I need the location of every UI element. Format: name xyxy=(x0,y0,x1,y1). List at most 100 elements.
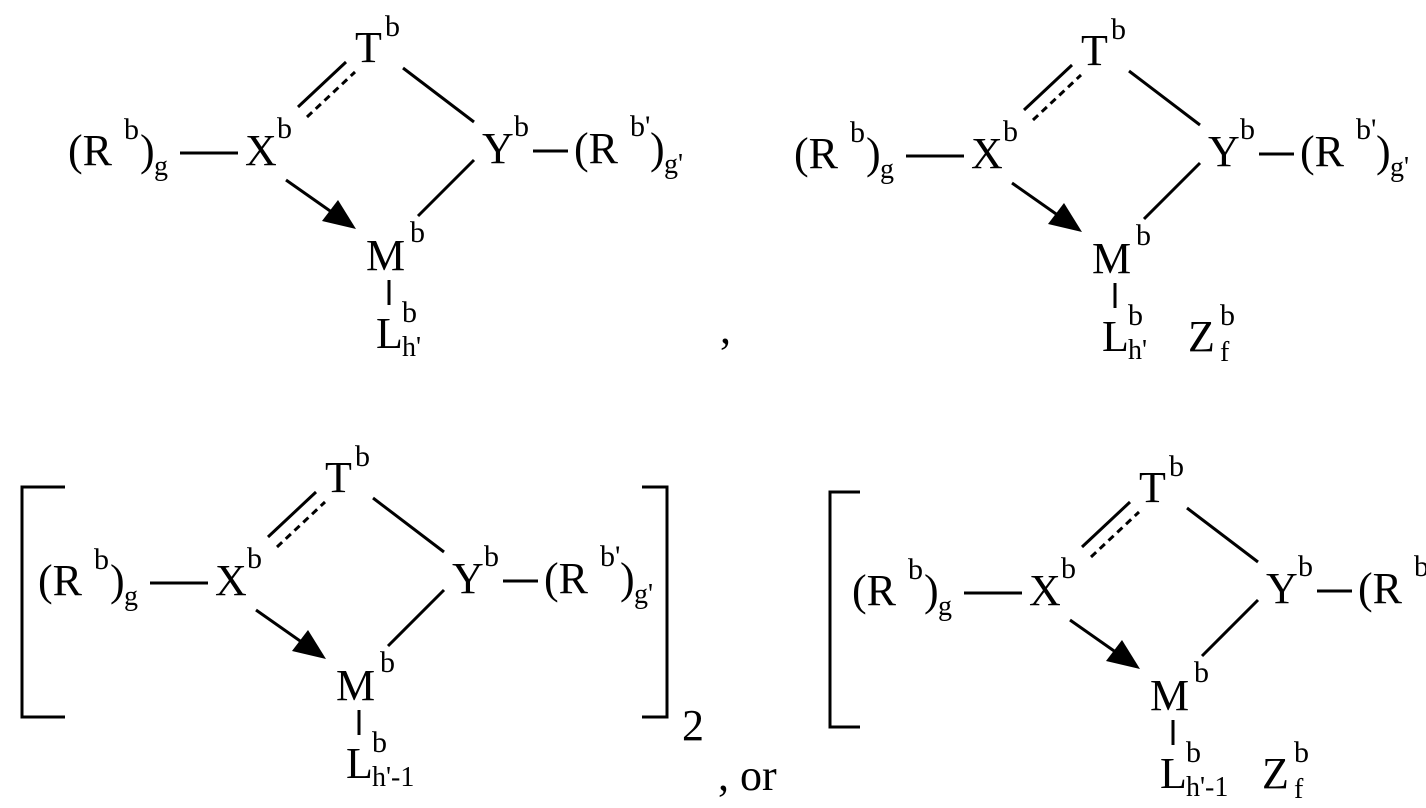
dimer-subscript: 2 xyxy=(682,701,704,750)
structure-3: TbXbYbMb(Rb)g(Rb')g'Lbh'-1 xyxy=(38,440,653,793)
substituent-left-label: (R xyxy=(794,129,839,178)
dative-bond-x-m xyxy=(1070,620,1117,653)
structure-4: TbXbYbMb(Rb)g(Rb'Lbh'-1Zbf xyxy=(852,450,1426,805)
atom-x-superscript: b xyxy=(247,542,262,575)
dative-bond-x-m xyxy=(286,180,333,213)
atom-t-label: T xyxy=(325,453,352,502)
structure-1: TbXbYbMb(Rb)g(Rb')g'Lbh' xyxy=(68,10,683,363)
ligand-l-subscript: h' xyxy=(1128,335,1147,366)
ligand-l-superscript: b xyxy=(1128,299,1143,332)
dative-arrowhead xyxy=(322,200,356,229)
atom-y-label: Y xyxy=(452,554,484,603)
ligand-l-subscript: h'-1 xyxy=(372,762,414,793)
substituent-left-subscript: g xyxy=(124,581,138,612)
substituent-left-superscript: b xyxy=(94,543,109,576)
bond-x-t-solid xyxy=(268,492,316,537)
bond-y-m xyxy=(418,160,474,216)
substituent-right-superscript: b' xyxy=(1414,550,1426,583)
dative-arrowhead xyxy=(292,630,326,659)
atom-y-superscript: b xyxy=(484,540,499,573)
substituent-right-subscript: g' xyxy=(634,579,653,610)
substituent-right-close-paren: ) xyxy=(1376,127,1391,176)
structure-2: TbXbYbMb(Rb)g(Rb')g'Lbh'Zbf xyxy=(794,13,1409,368)
metal-m-label: M xyxy=(336,661,375,710)
atom-x-label: X xyxy=(215,556,247,605)
metal-m-superscript: b xyxy=(410,216,425,249)
substituent-right-superscript: b' xyxy=(1356,113,1376,146)
substituent-right-superscript: b' xyxy=(630,110,650,143)
atom-x-superscript: b xyxy=(1061,552,1076,585)
atom-y-superscript: b xyxy=(1298,550,1313,583)
bond-x-t-solid xyxy=(298,62,346,107)
dative-arrowhead xyxy=(1048,203,1082,232)
bond-x-t-dashed xyxy=(277,502,325,547)
metal-m-label: M xyxy=(366,231,405,280)
bond-x-t-dashed xyxy=(307,72,355,117)
ligand-z-superscript: b xyxy=(1220,299,1235,332)
ligand-l-label: L xyxy=(1160,749,1187,798)
ligand-l-label: L xyxy=(346,739,373,788)
metal-m-superscript: b xyxy=(380,646,395,679)
separator-comma: , xyxy=(720,304,731,353)
substituent-right-label: (R xyxy=(544,554,589,603)
bond-y-m xyxy=(1202,600,1258,656)
atom-y-label: Y xyxy=(1266,564,1298,613)
substituent-left-superscript: b xyxy=(850,116,865,149)
metal-m-superscript: b xyxy=(1136,219,1151,252)
atom-x-label: X xyxy=(971,129,1003,178)
atom-x-label: X xyxy=(1029,566,1061,615)
substituent-left-label: (R xyxy=(68,126,113,175)
bond-t-y xyxy=(373,498,444,552)
metal-m-superscript: b xyxy=(1194,656,1209,689)
ligand-z-superscript: b xyxy=(1294,736,1309,769)
ligand-l-subscript: h'-1 xyxy=(1186,772,1228,803)
structures-layer: TbXbYbMb(Rb)g(Rb')g'Lbh'TbXbYbMb(Rb)g(Rb… xyxy=(38,10,1426,805)
bond-t-y xyxy=(403,68,474,122)
substituent-left-close-paren: ) xyxy=(924,566,939,615)
substituent-right-label: (R xyxy=(1358,564,1403,613)
atom-t-label: T xyxy=(1139,463,1166,512)
atom-t-superscript: b xyxy=(1111,13,1126,46)
atom-x-superscript: b xyxy=(1003,115,1018,148)
substituent-right-label: (R xyxy=(574,124,619,173)
dative-bond-x-m xyxy=(1012,183,1059,216)
substituent-left-subscript: g xyxy=(938,591,952,622)
atom-y-superscript: b xyxy=(1240,113,1255,146)
substituent-right-label: (R xyxy=(1300,127,1345,176)
dative-bond-x-m xyxy=(256,610,303,643)
substituent-right-subscript: g' xyxy=(1390,152,1409,183)
bond-t-y xyxy=(1187,508,1258,562)
ligand-z-label: Z xyxy=(1188,312,1215,361)
substituent-right-superscript: b' xyxy=(600,540,620,573)
bond-y-m xyxy=(1144,163,1200,219)
substituent-right-close-paren: ) xyxy=(620,554,635,603)
atom-t-superscript: b xyxy=(355,440,370,473)
bond-y-m xyxy=(388,590,444,646)
ligand-l-superscript: b xyxy=(372,726,387,759)
substituent-left-subscript: g xyxy=(880,154,894,185)
bond-x-t-solid xyxy=(1024,65,1072,110)
atom-t-superscript: b xyxy=(385,10,400,43)
substituent-left-subscript: g xyxy=(154,151,168,182)
atom-y-label: Y xyxy=(482,124,514,173)
atom-t-label: T xyxy=(1081,26,1108,75)
bond-x-t-dashed xyxy=(1091,512,1139,557)
substituent-left-label: (R xyxy=(38,556,83,605)
bond-x-t-dashed xyxy=(1033,75,1081,120)
ligand-l-label: L xyxy=(376,309,403,358)
metal-m-label: M xyxy=(1092,234,1131,283)
atom-t-label: T xyxy=(355,23,382,72)
atom-t-superscript: b xyxy=(1169,450,1184,483)
substituent-left-close-paren: ) xyxy=(866,129,881,178)
bond-x-t-solid xyxy=(1082,502,1130,547)
separator-comma-or: , or xyxy=(718,751,777,800)
ligand-z-subscript: f xyxy=(1294,774,1304,805)
bond-t-y xyxy=(1129,71,1200,125)
ligand-l-label: L xyxy=(1102,312,1129,361)
ligand-l-superscript: b xyxy=(402,296,417,329)
atom-y-superscript: b xyxy=(514,110,529,143)
atom-y-label: Y xyxy=(1208,127,1240,176)
metal-m-label: M xyxy=(1150,671,1189,720)
substituent-left-close-paren: ) xyxy=(110,556,125,605)
